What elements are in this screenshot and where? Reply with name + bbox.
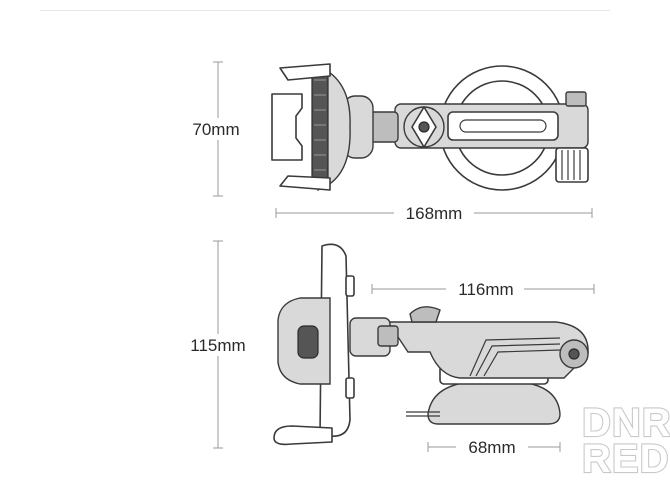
top-divider (40, 10, 610, 11)
side-lower-hook (273, 425, 333, 446)
watermark-line1: DNR (582, 401, 670, 445)
top-ratchet (555, 147, 589, 183)
watermark-logo: DNR RED (581, 400, 670, 482)
side-suction-base (427, 381, 561, 425)
dim-side-height: 115mm (180, 240, 256, 449)
dim-top-height: 70mm (180, 61, 252, 197)
dim-label-70: 70mm (192, 120, 239, 139)
dim-label-115: 115mm (190, 336, 245, 355)
side-neck (377, 325, 399, 347)
dim-label-68: 68mm (468, 438, 515, 457)
top-tri-knob (403, 106, 445, 148)
dim-top-width: 168mm (275, 203, 593, 225)
top-clamp-grip (311, 71, 329, 183)
top-arm-groove (459, 119, 547, 133)
watermark-line2: RED (582, 437, 669, 481)
top-arm-upper (279, 63, 331, 81)
dim-base-width: 68mm (427, 437, 561, 459)
side-view-holder (273, 243, 589, 446)
side-grip-texture (297, 325, 319, 359)
side-back-plate (319, 243, 351, 437)
top-clamp-jaw (271, 93, 303, 161)
top-neck (369, 111, 399, 143)
top-view-holder (271, 63, 589, 191)
top-arm-knob (565, 91, 587, 107)
top-arm-lower (279, 175, 331, 191)
side-arm-body (386, 321, 589, 379)
dim-label-116: 116mm (458, 280, 513, 299)
top-arm-slot (447, 111, 559, 141)
side-tri-knob (409, 306, 441, 323)
dim-arm-length: 116mm (371, 279, 595, 301)
dim-label-168: 168mm (406, 204, 463, 223)
